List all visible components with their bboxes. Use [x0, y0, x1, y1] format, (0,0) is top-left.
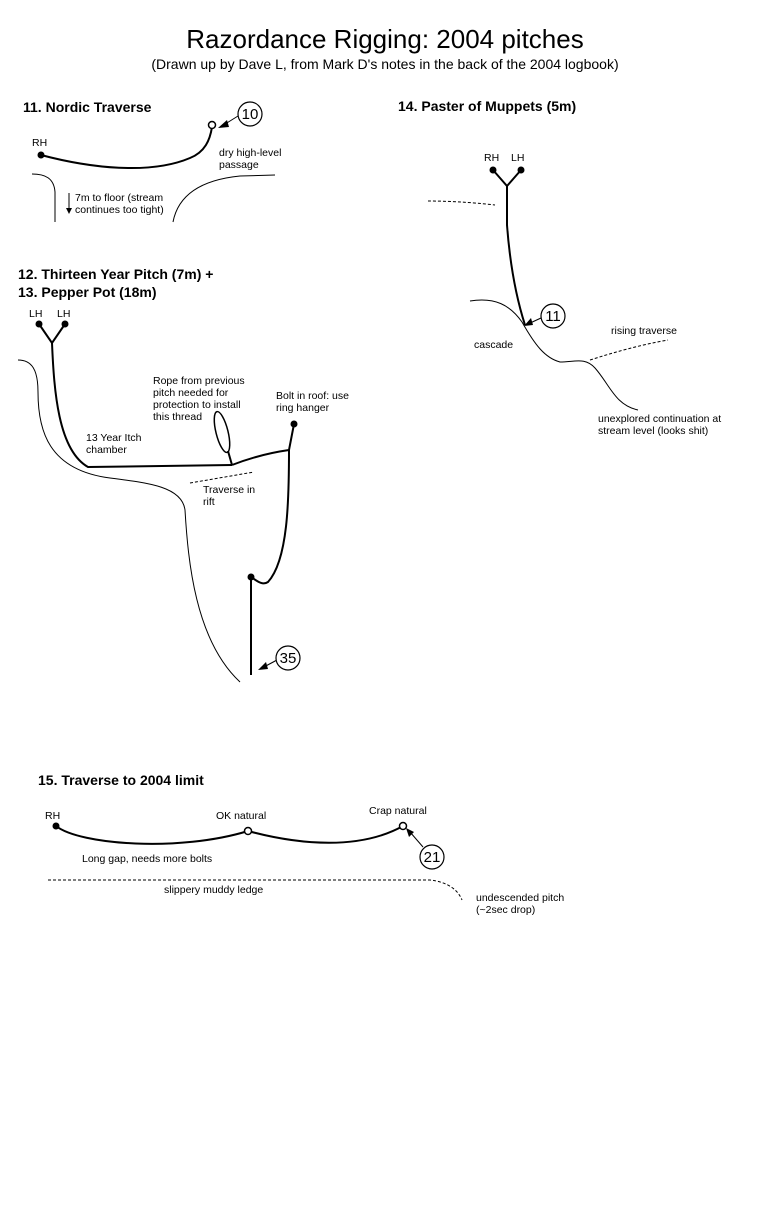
pitch-14-rh-anchor [489, 166, 497, 174]
pitch-13-rift-dash [189, 471, 255, 484]
pitch-12-y-hang [38, 323, 66, 345]
pitch-15-gap-label: Long gap, needs more bolts [82, 853, 212, 865]
pitch-11-rh-anchor [37, 151, 45, 159]
pitch-15-rh-label: RH [45, 810, 60, 822]
pitch-12-rope-note: Rope from previous pitch needed for prot… [153, 375, 248, 423]
pitch-14-cascade-wall [469, 299, 639, 411]
survey-station-11-label: 11 [545, 308, 561, 325]
survey-station-10 [237, 101, 263, 127]
pitch-13-traverse-rope [231, 423, 295, 466]
pitch-12-lh2-anchor [61, 320, 69, 328]
pitch-14-descent-rope [506, 186, 526, 326]
survey-station-35 [275, 645, 301, 671]
pitch-15-crap-natural-label: Crap natural [369, 805, 427, 817]
pitch-14-rising-label: rising traverse [611, 325, 677, 337]
pitch-11-floor-label: 7m to floor (stream continues too tight) [75, 192, 166, 216]
pitch-15-crap-natural-anchor [398, 821, 408, 831]
pitch-15-survey-arrowhead [406, 828, 414, 837]
pitch-12-thread-link [227, 450, 233, 466]
pitch-11-heading: 11. Nordic Traverse [23, 99, 152, 115]
pitch-13-heading: 13. Pepper Pot (18m) [18, 284, 157, 300]
pitch-11-traverse-rope [40, 126, 213, 169]
pitch-13-descent-rope [250, 449, 290, 585]
pitch-12-left-wall [17, 359, 241, 683]
pitch-13-traverse-label: Traverse in rift [203, 484, 258, 508]
pitch-11-natural-anchor [207, 120, 217, 130]
survey-station-10-label: 10 [242, 106, 259, 123]
page-subtitle: (Drawn up by Dave L, from Mark D's notes… [151, 56, 618, 72]
pitch-14-rh-label: RH [484, 152, 499, 164]
pitch-14-heading: 14. Paster of Muppets (5m) [398, 98, 576, 114]
pitch-15-undescended-label: undescended pitch (~2sec drop) [476, 892, 567, 916]
survey-station-21 [419, 844, 445, 870]
pitch-14-cascade-label: cascade [474, 339, 513, 351]
pitch-15-ok-natural-anchor [243, 826, 253, 836]
survey-station-11 [540, 303, 566, 329]
pitch-14-survey-arrowhead [524, 318, 533, 326]
pitch-15-traverse-to-2004-limit: 15. Traverse to 2004 limit RH OK natural… [38, 772, 567, 916]
pitch-11-nordic-traverse: 11. Nordic Traverse RH 10 dry high-level… [23, 99, 284, 223]
pitch-14-lh-anchor [517, 166, 525, 174]
pitch-14-upper-ledge [427, 200, 496, 206]
pitch-15-rh-anchor [52, 822, 60, 830]
pitch-13-roof-bolt [290, 420, 298, 428]
pitch-15-heading: 15. Traverse to 2004 limit [38, 772, 204, 788]
pitch-11-survey-arrowhead [218, 120, 229, 128]
pitch-12-chamber-label: 13 Year Itch chamber [86, 432, 144, 456]
pitch-12-lh2-label: LH [57, 308, 70, 320]
pitch-15-survey-pointer [409, 831, 424, 848]
pitch-15-ledge-label: slippery muddy ledge [164, 884, 263, 896]
pitch-11-passage-label: dry high-level passage [219, 147, 284, 171]
pitch-12-lh1-anchor [35, 320, 43, 328]
pitch-15-ok-natural-label: OK natural [216, 810, 266, 822]
survey-station-21-label: 21 [424, 849, 441, 866]
pitch-11-floor-arrowhead [66, 208, 72, 214]
pitch-12-descent-rope [51, 342, 233, 469]
pitch-13-bolt-note: Bolt in roof: use ring hanger [276, 390, 352, 414]
pitch-12-thread-loop [213, 410, 231, 454]
pitch-12-heading: 12. Thirteen Year Pitch (7m) + [18, 266, 213, 282]
pitch-12-13-thirteen-year-pepper-pot: 12. Thirteen Year Pitch (7m) + 13. Peppe… [17, 266, 352, 683]
pitch-15-traverse-rope-1 [55, 825, 249, 845]
pitch-12-lh1-label: LH [29, 308, 42, 320]
pitch-11-rh-label: RH [32, 137, 47, 149]
pitch-11-left-wall [31, 173, 56, 222]
pitch-14-lh-label: LH [511, 152, 524, 164]
page-title: Razordance Rigging: 2004 pitches [186, 24, 583, 54]
pitch-15-muddy-ledge [48, 879, 463, 901]
pitch-13-survey-arrowhead [258, 662, 268, 670]
pitch-14-y-hang [492, 169, 522, 188]
survey-station-35-label: 35 [280, 650, 297, 667]
pitch-15-traverse-rope-2 [247, 825, 404, 844]
pitch-14-paster-of-muppets: 14. Paster of Muppets (5m) RH LH cascade… [398, 98, 724, 437]
pitch-14-unexplored-label: unexplored continuation at stream level … [598, 413, 724, 437]
pitch-14-rising-traverse [589, 339, 669, 361]
pitch-11-right-wall [172, 174, 276, 223]
